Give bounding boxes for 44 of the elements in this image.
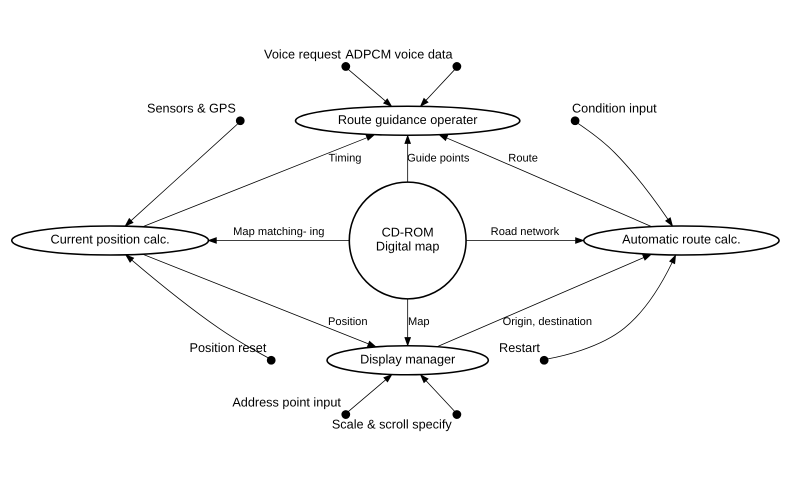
arrow xyxy=(578,123,674,227)
node-circle xyxy=(236,116,245,126)
edge-label: Road network xyxy=(490,226,560,238)
node-label: Condition input xyxy=(572,102,657,116)
arrow xyxy=(466,237,585,244)
node-label: Restart xyxy=(499,341,540,356)
node-ellipse: Current position calc. xyxy=(10,225,210,256)
node-label: Voice request xyxy=(264,47,341,62)
arrow xyxy=(142,254,377,348)
arrow xyxy=(404,298,412,347)
edge-label: Guide points xyxy=(407,152,470,165)
node-circle: CD-ROM Digital map xyxy=(348,181,467,300)
node-ellipse: Route guidance operater xyxy=(294,105,521,136)
arrow xyxy=(207,237,350,244)
arrow xyxy=(124,254,268,358)
node-label: Sensors & GPS xyxy=(147,102,236,116)
node-circle xyxy=(341,410,350,419)
edge-label: Map xyxy=(408,316,430,328)
edge-label: Route xyxy=(508,152,538,165)
arrow xyxy=(142,134,376,228)
arrow xyxy=(348,69,392,107)
arrow xyxy=(420,69,455,108)
node-circle xyxy=(341,62,350,71)
arrow xyxy=(420,374,455,412)
node-label: Address point input xyxy=(232,395,341,410)
arrow xyxy=(436,254,652,348)
arrow xyxy=(404,134,412,182)
edge-label: Position xyxy=(328,316,368,328)
node-circle xyxy=(570,116,580,126)
edge-label: Timing xyxy=(328,152,362,165)
edge-label: Map matching- ing xyxy=(233,226,324,238)
edge-label: Origin, destination xyxy=(502,316,592,328)
arrow xyxy=(548,254,676,360)
node-circle xyxy=(452,62,462,71)
arrow xyxy=(124,124,238,227)
arrow xyxy=(348,374,393,412)
node-circle xyxy=(540,356,549,365)
node-label: ADPCM voice data xyxy=(345,47,453,62)
node-ellipse: Automatic route calc. xyxy=(582,225,780,256)
node-label: Scale & scroll specify xyxy=(332,418,452,432)
arrow xyxy=(438,134,652,227)
node-circle xyxy=(266,356,276,365)
node-circle xyxy=(452,410,462,419)
node-ellipse: Display manager xyxy=(326,344,490,376)
